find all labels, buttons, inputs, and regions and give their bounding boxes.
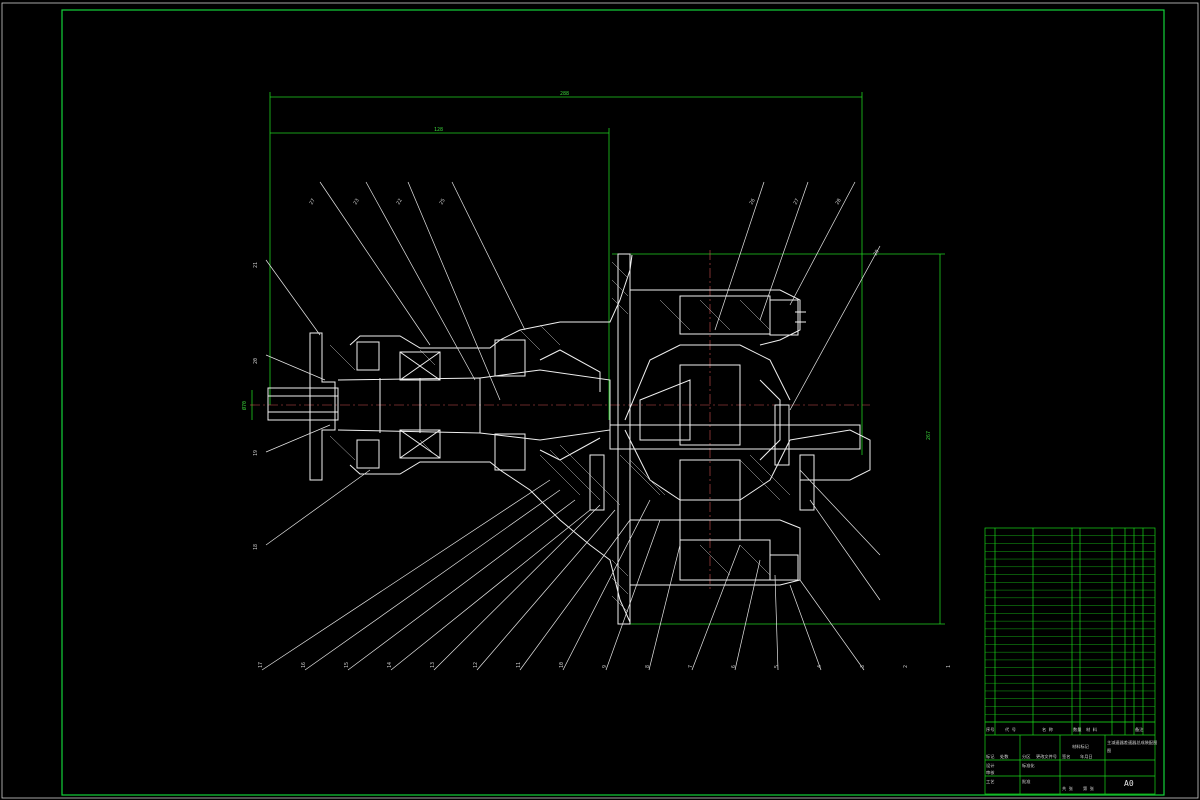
balloon-bottom-4: 14: [387, 662, 393, 668]
title-block-design-2: 审核: [986, 769, 995, 776]
balloon-top-2: 23: [353, 198, 361, 206]
balloon-bottom-12: 6: [731, 665, 737, 668]
balloon-bottom-13: 5: [774, 665, 780, 668]
balloon-bottom-3: 15: [344, 662, 350, 668]
balloon-topright-3: 28: [835, 198, 843, 206]
title-block-header-no: 序号: [986, 726, 994, 733]
parts-list-rows: [985, 535, 1155, 723]
title-block-sheets-total: 共 张: [1062, 785, 1074, 792]
title-block: [984, 527, 1156, 795]
balloon-left-2: 20: [253, 358, 259, 364]
title-block-header-code: 代 号: [1005, 726, 1016, 733]
section-hatching: [329, 261, 791, 613]
title-block-subtitle: 图: [1107, 748, 1111, 754]
balloon-bottom-16: 2: [903, 665, 909, 668]
balloon-bottom-1: 17: [258, 662, 264, 668]
balloon-bottom-15: 3: [860, 665, 866, 668]
bottom-balloons: 17 16 15 14 13 12 11 10 9 8 7 6 5 4 3 2 1: [258, 662, 952, 668]
assembly-section: [267, 253, 871, 625]
drawing-frame: [61, 9, 1165, 796]
balloon-bottom-6: 12: [473, 662, 479, 668]
title-block-design-3: 工艺: [986, 779, 994, 784]
dim-upper: 128: [434, 127, 443, 133]
title-block-title: 主减速器差速器总成装配图: [1107, 739, 1157, 746]
title-block-header-note: 备注: [1135, 726, 1144, 733]
title-block-sign-5: 签名: [1062, 753, 1070, 760]
balloon-topright-4: 29: [873, 249, 881, 257]
title-block-sign-1: 标记: [986, 753, 995, 760]
balloon-bottom-2: 16: [301, 662, 307, 668]
title-block-drawing-no: 材料标记: [1072, 743, 1090, 750]
balloon-bottom-5: 13: [430, 662, 436, 668]
balloon-topright-2: 27: [793, 198, 801, 206]
title-block-header-qty: 数量: [1073, 726, 1081, 733]
leader-lines: [261, 181, 881, 671]
balloon-bottom-14: 4: [817, 665, 823, 668]
title-block-sign-2: 处数: [1000, 753, 1009, 760]
title-block-header-mat: 材 料: [1086, 726, 1098, 733]
balloon-bottom-8: 10: [559, 662, 565, 668]
title-block-sign-3: 分区: [1022, 753, 1030, 760]
balloon-bottom-9: 9: [602, 665, 608, 668]
title-block-sheet-size: A0: [1124, 779, 1134, 788]
balloon-topright-1: 26: [749, 198, 757, 206]
dim-left-dia: Ø70: [241, 401, 248, 410]
dimension-lines: [251, 92, 945, 625]
balloon-left-1: 21: [253, 262, 259, 268]
balloon-bottom-10: 8: [645, 665, 651, 668]
dim-right-vertical: 267: [926, 431, 932, 440]
title-block-sign-6: 年月日: [1080, 753, 1093, 760]
title-block-header-name: 名 称: [1042, 726, 1053, 733]
dim-overall: 288: [560, 91, 569, 97]
title-block-design-1: 设计: [986, 762, 994, 769]
balloon-bottom-7: 11: [516, 662, 522, 668]
title-block-design-5: 批准: [1022, 778, 1030, 785]
balloon-top-4: 25: [439, 198, 447, 206]
balloon-bottom-17: 1: [946, 665, 952, 668]
balloon-bottom-11: 7: [688, 665, 694, 668]
balloon-top-3: 22: [396, 198, 404, 206]
title-block-sign-4: 更改文件号: [1036, 753, 1057, 760]
balloon-left-4: 18: [253, 544, 259, 550]
balloon-top-1: 27: [309, 198, 317, 206]
balloon-left-3: 19: [253, 450, 259, 456]
title-block-design-4: 标准化: [1022, 762, 1035, 769]
title-block-sheet-no: 第 张: [1083, 785, 1095, 792]
